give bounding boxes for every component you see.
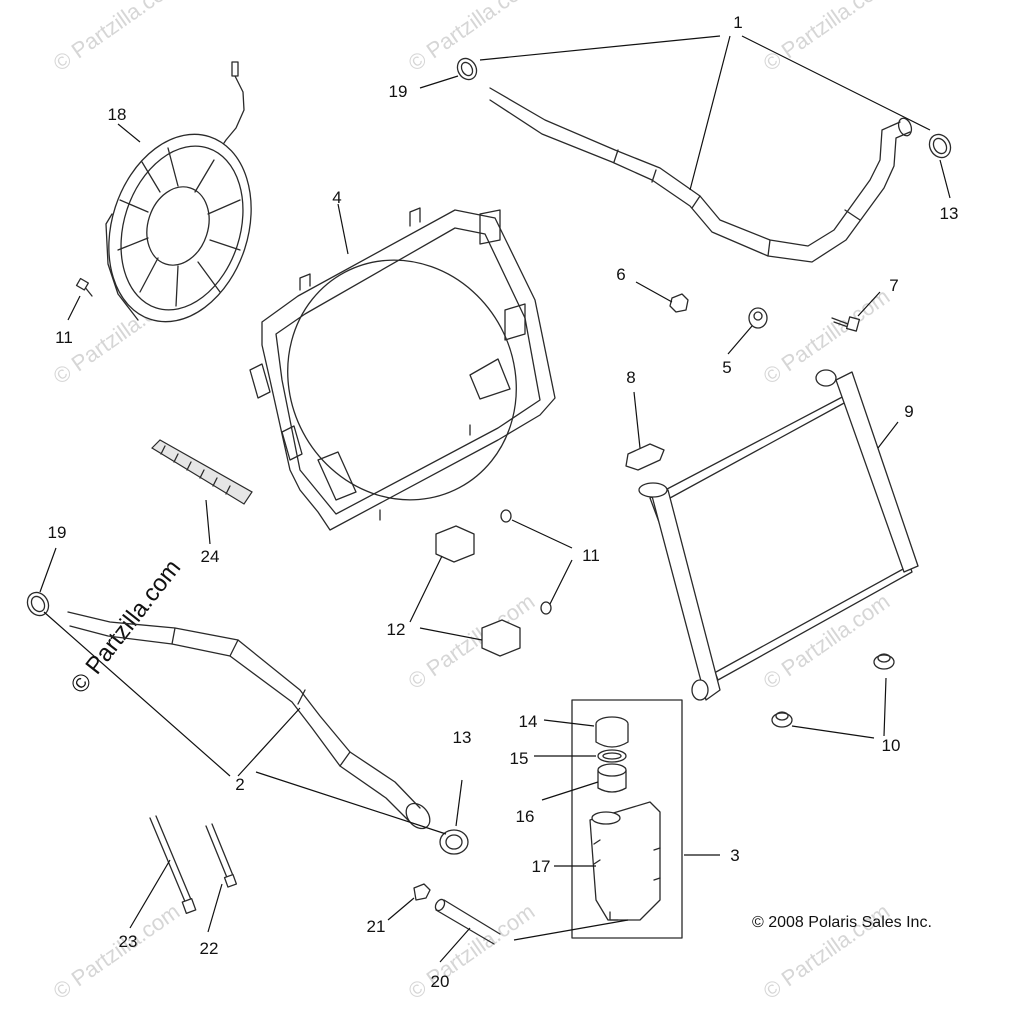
- watermark-tile: © Partzilla.com: [404, 899, 540, 1005]
- callout-14: 14: [519, 712, 538, 731]
- reservoir-cap-14: [595, 716, 629, 748]
- cable-tie-23: [149, 815, 197, 914]
- callout-2: 2: [235, 775, 244, 794]
- bushing-5: [748, 307, 768, 329]
- bracket-12-bottom: [481, 619, 521, 657]
- callout-3: 3: [730, 846, 739, 865]
- bolt-11-left: [75, 277, 93, 297]
- fan-assembly: [105, 61, 252, 323]
- callout-23: 23: [119, 932, 138, 951]
- callout-10: 10: [882, 736, 901, 755]
- grommet-10a: [873, 653, 895, 670]
- bolt-7: [831, 316, 861, 332]
- clamp-13-bottom: [439, 829, 469, 855]
- callout-8: 8: [626, 368, 635, 387]
- clamp-13-top: [928, 133, 952, 159]
- callout-5: 5: [722, 358, 731, 377]
- callout-18: 18: [108, 105, 127, 124]
- copyright-notice: © 2008 Polaris Sales Inc.: [752, 914, 932, 931]
- callout-15: 15: [510, 749, 529, 768]
- reservoir-kit-box: [571, 699, 683, 939]
- o-ring-15: [597, 749, 627, 763]
- overflow-hose-20: [434, 898, 501, 945]
- bolt-11-top: [500, 509, 512, 523]
- callout-24: 24: [201, 547, 220, 566]
- hose-sleeve-24: [151, 439, 253, 505]
- watermark-tile: © Partzilla.com: [759, 0, 895, 76]
- callout-20: 20: [431, 972, 450, 991]
- callout-7: 7: [889, 276, 898, 295]
- callout-12: 12: [387, 620, 406, 639]
- callout-22: 22: [200, 939, 219, 958]
- callout-21: 21: [367, 917, 386, 936]
- callout-19-left: 19: [48, 523, 67, 542]
- callout-9: 9: [904, 402, 913, 421]
- watermark-tile: © Partzilla.com: [49, 0, 185, 76]
- watermark-tile: © Partzilla.com: [49, 899, 185, 1005]
- cable-tie-22: [205, 823, 238, 888]
- callout-13-bottom: 13: [453, 728, 472, 747]
- leader-lines: [39, 35, 951, 963]
- clamp-19-top: [456, 57, 478, 81]
- clamp-19-bottom: [26, 591, 50, 617]
- callout-17: 17: [532, 857, 551, 876]
- callout-4: 4: [332, 188, 341, 207]
- callout-6: 6: [616, 265, 625, 284]
- clip-21: [413, 883, 431, 901]
- callout-13-top: 13: [940, 204, 959, 223]
- callout-11-left: 11: [55, 328, 73, 347]
- bolt-11-bottom: [540, 601, 552, 615]
- radiator: [638, 369, 919, 701]
- grommet-10b: [771, 711, 793, 728]
- bracket-12-top: [435, 525, 475, 563]
- upper-hose: [489, 87, 913, 263]
- neck-16: [597, 763, 627, 793]
- radiator-cap-8: [625, 443, 665, 471]
- coolant-reservoir-17: [589, 801, 661, 921]
- callout-16: 16: [516, 807, 535, 826]
- fan-shroud: [249, 207, 556, 531]
- callouts: 1 2 3 4 5 6 7 8 9 10 11 11 12 13 13 14 1…: [48, 13, 959, 991]
- grommet-6: [669, 293, 689, 313]
- callout-11-center: 11: [582, 546, 600, 565]
- watermark-main: © Partzilla.com: [65, 555, 186, 699]
- callout-19-top: 19: [389, 82, 408, 101]
- callout-1: 1: [733, 13, 742, 32]
